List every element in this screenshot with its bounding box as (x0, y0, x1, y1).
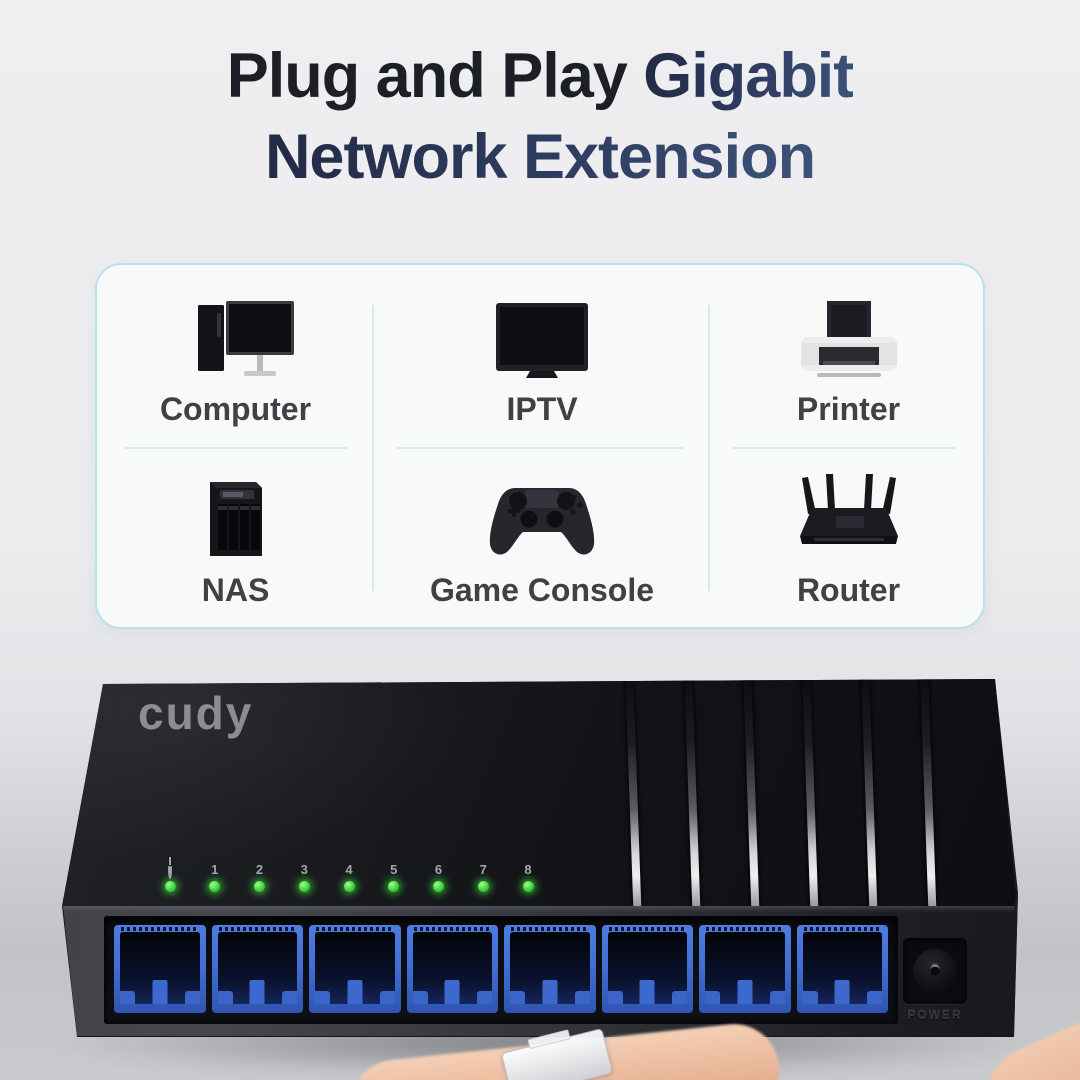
led-port-5: 5 (377, 862, 411, 892)
device-label: Printer (796, 391, 901, 427)
power-barrel (913, 949, 957, 993)
device-cell-nas: NAS (97, 446, 374, 627)
led-port-4: 4 (332, 862, 366, 892)
dc-power-jack (903, 938, 967, 1004)
ethernet-port (406, 925, 498, 1013)
device-cell-game-console: Game Console (374, 446, 710, 627)
led-indicator (522, 881, 534, 892)
printer-icon (789, 289, 909, 381)
device-cell-router: Router (710, 446, 987, 627)
power-icon (168, 860, 172, 879)
ethernet-port (601, 925, 693, 1013)
card-divider (708, 305, 710, 591)
led-port-7: 7 (466, 862, 500, 892)
port-recess (104, 916, 898, 1024)
device-label: Computer (159, 391, 312, 427)
brand-logo: cudy (138, 687, 254, 739)
card-divider (397, 447, 683, 449)
device-label: Game Console (429, 572, 655, 608)
led-port-1: 1 (198, 862, 232, 892)
device-label: IPTV (506, 391, 578, 427)
headline-gigabit: Gigabit (643, 41, 854, 111)
led-number: 6 (434, 862, 443, 877)
ethernet-port (211, 925, 303, 1013)
led-indicator (477, 881, 489, 892)
led-number: 3 (300, 862, 308, 877)
device-cell-computer: Computer (97, 265, 374, 446)
led-number: 1 (211, 862, 219, 877)
computer-icon (176, 289, 296, 381)
power-jack-label: POWER (907, 1008, 963, 1022)
nas-icon (176, 470, 296, 562)
device-label: NAS (201, 572, 270, 608)
ethernet-port (699, 925, 791, 1013)
power-pin (930, 966, 940, 976)
led-indicator (209, 881, 221, 892)
led-strip: 1 2 3 4 5 6 7 (153, 860, 545, 892)
led-indicator (343, 881, 355, 892)
iptv-icon (482, 289, 602, 381)
led-number: 8 (524, 862, 532, 877)
led-number: 5 (390, 862, 398, 877)
ethernet-port (114, 925, 206, 1013)
led-number: 4 (345, 862, 353, 877)
card-divider (125, 447, 347, 449)
led-number: 2 (255, 862, 264, 877)
led-indicator (298, 881, 310, 892)
led-port-8: 8 (511, 862, 545, 892)
led-indicator (254, 881, 265, 892)
headline-network-extension: Network Extension (264, 122, 816, 192)
ethernet-port (309, 925, 401, 1013)
device-cell-printer: Printer (710, 265, 987, 446)
game-console-icon (477, 470, 607, 562)
led-port-2: 2 (243, 862, 277, 892)
device-label: Router (796, 572, 901, 608)
front-bevel (63, 906, 1014, 912)
device-grid-card: Computer IPTV (95, 263, 985, 629)
device-cell-iptv: IPTV (374, 265, 710, 446)
led-indicator (433, 881, 444, 892)
led-port-6: 6 (422, 862, 456, 892)
led-indicator (164, 881, 176, 892)
led-number: 7 (479, 862, 487, 877)
card-divider (372, 305, 374, 591)
ethernet-port (796, 925, 888, 1013)
card-divider (733, 447, 955, 449)
led-power (153, 860, 187, 892)
led-indicator (388, 881, 400, 892)
router-icon (784, 470, 914, 562)
led-port-3: 3 (287, 862, 321, 892)
ethernet-port (504, 925, 596, 1013)
headline-plug-and-play: Plug and Play (226, 41, 644, 111)
